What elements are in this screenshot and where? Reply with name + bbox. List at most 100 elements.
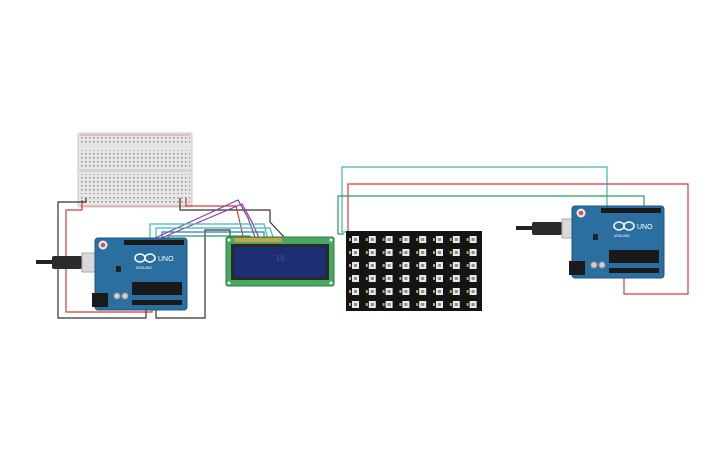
matrix-led-core (354, 303, 357, 306)
matrix-led-pad (399, 251, 402, 254)
matrix-led-core (370, 290, 374, 293)
matrix-led-core (438, 277, 441, 280)
matrix-led-core (370, 303, 374, 306)
matrix-led-pad (349, 251, 351, 254)
capacitor-left-2 (121, 292, 129, 300)
atmega-chip-left (132, 282, 182, 295)
matrix-led-core (387, 290, 391, 293)
matrix-led-pad (466, 264, 469, 267)
matrix-led-core (454, 303, 458, 306)
wire-teal-2 (155, 227, 275, 241)
usb-plug-left (52, 256, 82, 269)
matrix-led-core (404, 238, 408, 241)
atmega-chip-right (609, 250, 659, 263)
matrix-led-core (387, 251, 391, 254)
matrix-led-pad (466, 238, 469, 241)
matrix-led-pad (349, 277, 351, 280)
matrix-led-pad (382, 290, 385, 293)
matrix-led-core (370, 238, 374, 241)
usb-plug-right (532, 222, 562, 235)
matrix-led-core (404, 290, 408, 293)
matrix-led-pad (382, 264, 385, 267)
matrix-led-pad (433, 277, 435, 280)
matrix-led-core (471, 290, 475, 293)
matrix-led-pad (466, 251, 469, 254)
matrix-led-core (421, 264, 425, 267)
matrix-led-core (370, 264, 374, 267)
matrix-led-core (471, 238, 475, 241)
matrix-led-pad (365, 303, 368, 306)
matrix-led-pad (349, 303, 351, 306)
breadboard-power-rail-top (80, 136, 190, 144)
matrix-led-core (438, 251, 441, 254)
matrix-led-pad (466, 303, 469, 306)
matrix-led-pad (382, 277, 385, 280)
matrix-led-core (421, 277, 425, 280)
arduino-logo-right (613, 221, 635, 231)
matrix-led-pad (466, 277, 469, 280)
chip-small-right (593, 234, 598, 240)
digital-header-left (124, 240, 184, 245)
matrix-led-core (404, 277, 408, 280)
arduino-uno-left[interactable]: UNO ARDUINO (36, 237, 188, 311)
matrix-led-core (438, 303, 441, 306)
matrix-led-pad (449, 264, 452, 267)
matrix-led-core (421, 238, 425, 241)
matrix-led-core (387, 277, 391, 280)
uno-label-left: UNO (158, 256, 174, 263)
analog-header-left (132, 300, 182, 305)
matrix-led-core (354, 251, 357, 254)
breadboard-power-rail-bottom (80, 197, 190, 205)
matrix-led-pad (416, 290, 419, 293)
matrix-led-pad (365, 277, 368, 280)
matrix-led-pad (433, 303, 435, 306)
matrix-led-core (471, 277, 475, 280)
matrix-led-pad (349, 264, 351, 267)
chip-small-left (116, 266, 121, 272)
matrix-led-core (438, 238, 441, 241)
matrix-led-pad (399, 303, 402, 306)
arduino-logo-left (134, 253, 156, 263)
matrix-led-core (387, 238, 391, 241)
matrix-led-pad (449, 290, 452, 293)
matrix-led-pad (433, 290, 435, 293)
matrix-led-pad (416, 277, 419, 280)
matrix-led-core (404, 264, 408, 267)
matrix-led-core (454, 238, 458, 241)
matrix-led-pad (399, 277, 402, 280)
breadboard-terminal-bottom (80, 174, 190, 194)
matrix-led-core (404, 303, 408, 306)
matrix-led-pad (349, 238, 351, 241)
matrix-led-core (421, 290, 425, 293)
wire-red-bb-lcd (185, 198, 245, 241)
wire-purple-1 (139, 199, 257, 246)
matrix-led-core (354, 264, 357, 267)
neopixel-matrix[interactable] (346, 231, 482, 311)
matrix-led-pad (449, 277, 452, 280)
matrix-led-pad (416, 303, 419, 306)
lcd-header-pins (234, 238, 282, 242)
matrix-led-pad (449, 251, 452, 254)
matrix-led-pad (382, 251, 385, 254)
matrix-led-pad (365, 290, 368, 293)
wire-black-bb-lcd (179, 198, 286, 239)
matrix-led-core (454, 251, 458, 254)
matrix-led-core (438, 264, 441, 267)
breadboard-terminal-top (80, 150, 190, 170)
matrix-led-core (354, 238, 357, 241)
matrix-led-core (454, 290, 458, 293)
matrix-led-pad (382, 303, 385, 306)
lcd-module[interactable]: 10 (225, 236, 335, 287)
arduino-uno-right[interactable]: UNO ARDUINO (516, 205, 665, 279)
matrix-led-pad (349, 290, 351, 293)
capacitor-left-1 (113, 292, 121, 300)
matrix-led-pad (433, 238, 435, 241)
capacitor-right-2 (598, 261, 606, 269)
matrix-led-pad (433, 264, 435, 267)
matrix-led-pad (449, 238, 452, 241)
breadboard[interactable] (77, 132, 193, 208)
matrix-led-pad (416, 251, 419, 254)
matrix-led-core (354, 290, 357, 293)
digital-header-right (601, 208, 661, 213)
